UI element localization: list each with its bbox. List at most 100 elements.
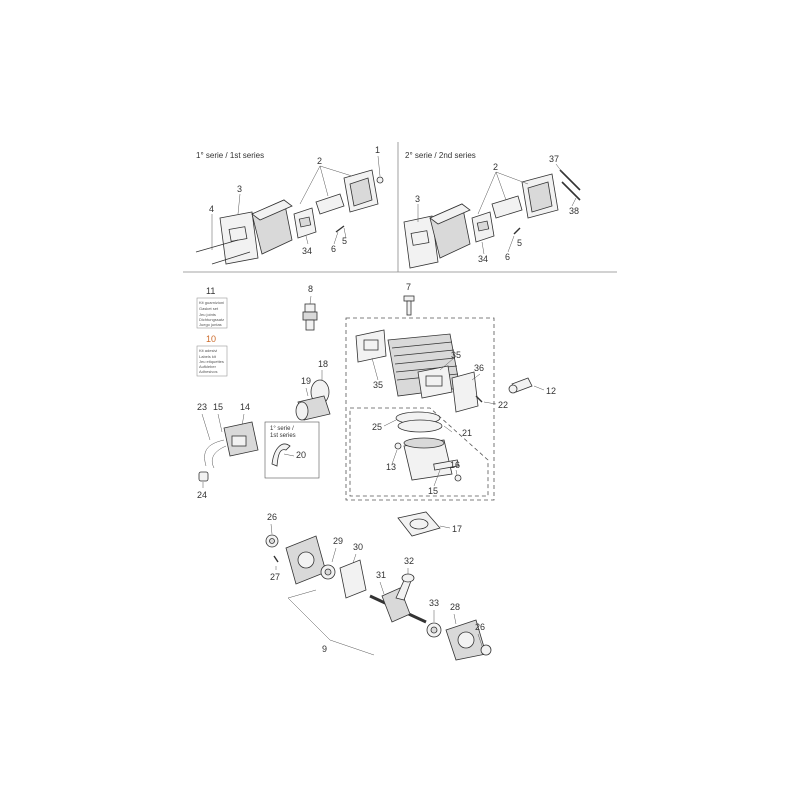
callout-18: 18 bbox=[318, 359, 328, 369]
gasket-right-hole bbox=[425, 375, 443, 387]
callout-20: 20 bbox=[296, 450, 306, 460]
carburetor-bowl bbox=[231, 435, 247, 447]
valve-cap bbox=[508, 384, 518, 394]
bolt-38 bbox=[561, 181, 581, 201]
needle-bearing bbox=[401, 573, 415, 583]
crankcase-right-bore bbox=[457, 631, 475, 649]
callout-24: 24 bbox=[197, 490, 207, 500]
fuel-line-a bbox=[204, 439, 225, 467]
inset-header-line2: 1st series bbox=[270, 433, 296, 439]
long-bolt-b bbox=[211, 251, 251, 265]
spark-plug-body bbox=[302, 311, 318, 321]
label10-line4: Aufkleber bbox=[199, 364, 217, 369]
series1-header: 1° serie / 1st series bbox=[196, 151, 264, 160]
inset-header-line1: 1° serie / bbox=[270, 426, 294, 432]
label11-line2: Gasket set bbox=[199, 306, 219, 311]
callout-21: 14 bbox=[240, 402, 250, 412]
spark-arrestor-2 bbox=[491, 195, 523, 219]
callout-26b: 26 bbox=[475, 622, 485, 632]
piston-clip-a bbox=[394, 442, 402, 450]
callout-6: 6 bbox=[331, 244, 336, 254]
label11-line1: Kit guarnizioni bbox=[199, 300, 224, 305]
piston-top bbox=[403, 437, 445, 449]
dowel-pin bbox=[273, 555, 279, 563]
middle-section: 11 Kit guarnizioni Gasket set Jeu joints… bbox=[196, 282, 556, 501]
crankcase-gasket bbox=[339, 559, 367, 599]
callout-35a: 35 bbox=[373, 380, 383, 390]
label11-line5: Juego juntas bbox=[199, 322, 222, 327]
bearing-left-inner bbox=[324, 568, 332, 576]
muffler-top bbox=[251, 199, 293, 221]
fuel-line-b bbox=[211, 445, 227, 469]
bracket-9-right bbox=[329, 639, 375, 656]
labels-kit-label bbox=[196, 345, 228, 377]
bearing-right-inner bbox=[430, 626, 438, 634]
exhaust-plate bbox=[451, 371, 479, 413]
small-gasket-hole bbox=[298, 216, 312, 228]
fuel-filter bbox=[198, 471, 209, 482]
cylinder-kit-outline bbox=[345, 317, 495, 501]
bracket-9-left bbox=[287, 597, 331, 641]
piston-clip-b bbox=[454, 474, 462, 482]
base-gasket-hole bbox=[409, 518, 429, 530]
small-gasket-hole-2 bbox=[476, 220, 490, 232]
gasket-window-2 bbox=[410, 230, 430, 246]
callout-13: 25 bbox=[372, 422, 382, 432]
long-bolt-a bbox=[195, 239, 239, 253]
callout-7: 7 bbox=[406, 282, 411, 292]
label10-line3: Jeu etiquettes bbox=[199, 359, 224, 364]
series2-header: 2° serie / 2nd series bbox=[405, 151, 476, 160]
spark-arrestor bbox=[315, 193, 345, 215]
callout-19: 19 bbox=[301, 376, 311, 386]
callout-29: 29 bbox=[333, 536, 343, 546]
muffler-top-2 bbox=[429, 203, 471, 225]
bolt-7-head bbox=[403, 295, 415, 302]
callout-14: 15 bbox=[428, 486, 438, 496]
callout-35b: 35 bbox=[451, 350, 461, 360]
callout-34b: 34 bbox=[478, 254, 488, 264]
muffler-assembly-series1: 1° serie / 1st series 1 2 3 bbox=[195, 145, 384, 265]
callout-31: 31 bbox=[376, 570, 386, 580]
callout-15a: 13 bbox=[386, 462, 396, 472]
callout-33: 33 bbox=[429, 598, 439, 608]
callout-32: 32 bbox=[404, 556, 414, 566]
callout-34: 34 bbox=[302, 246, 312, 256]
label10-line5: Adhesivos bbox=[199, 369, 217, 374]
screw bbox=[335, 225, 345, 233]
callout-5: 5 bbox=[342, 236, 347, 246]
callout-4: 4 bbox=[209, 204, 214, 214]
gasket-window bbox=[228, 226, 248, 242]
spark-plug-thread bbox=[305, 319, 315, 331]
label10-line1: Kit adesivi bbox=[199, 348, 217, 353]
callout-27: 27 bbox=[270, 572, 280, 582]
muffler-assembly-series2: 2° serie / 2nd series 37 2 3 38 34 6 5 bbox=[403, 151, 581, 269]
callout-8: 8 bbox=[308, 284, 313, 294]
callout-10: 10 bbox=[206, 334, 216, 344]
label11-line3: Jeu joints bbox=[199, 312, 216, 317]
spark-plug-top bbox=[304, 303, 316, 313]
callout-2b: 2 bbox=[493, 162, 498, 172]
callout-12: 12 bbox=[546, 386, 556, 396]
callout-2: 2 bbox=[317, 156, 322, 166]
callout-3b: 3 bbox=[415, 194, 420, 204]
crankcase-section: 17 26 27 29 30 31 32 33 bbox=[265, 511, 492, 661]
label10-line2: Labels kit bbox=[199, 354, 217, 359]
gasket-set-label bbox=[196, 297, 228, 329]
bolt-37 bbox=[559, 169, 581, 191]
bolt-7-shaft bbox=[406, 300, 412, 316]
oil-seal-left-inner bbox=[269, 538, 275, 544]
nut bbox=[376, 176, 384, 184]
callout-28: 28 bbox=[450, 602, 460, 612]
crankcase-left-bore bbox=[297, 551, 315, 569]
callout-25: 15 bbox=[213, 402, 223, 412]
screw-36 bbox=[475, 395, 483, 403]
screw-2 bbox=[513, 227, 521, 235]
label11-line4: Dichtungssatz bbox=[199, 317, 224, 322]
impulse-hose bbox=[271, 443, 291, 467]
callout-9: 9 bbox=[322, 644, 327, 654]
muffler-cover-inner-2 bbox=[527, 181, 553, 213]
oil-seal-right bbox=[480, 644, 492, 656]
intake-flange bbox=[295, 401, 309, 421]
callout-6b: 6 bbox=[505, 252, 510, 262]
